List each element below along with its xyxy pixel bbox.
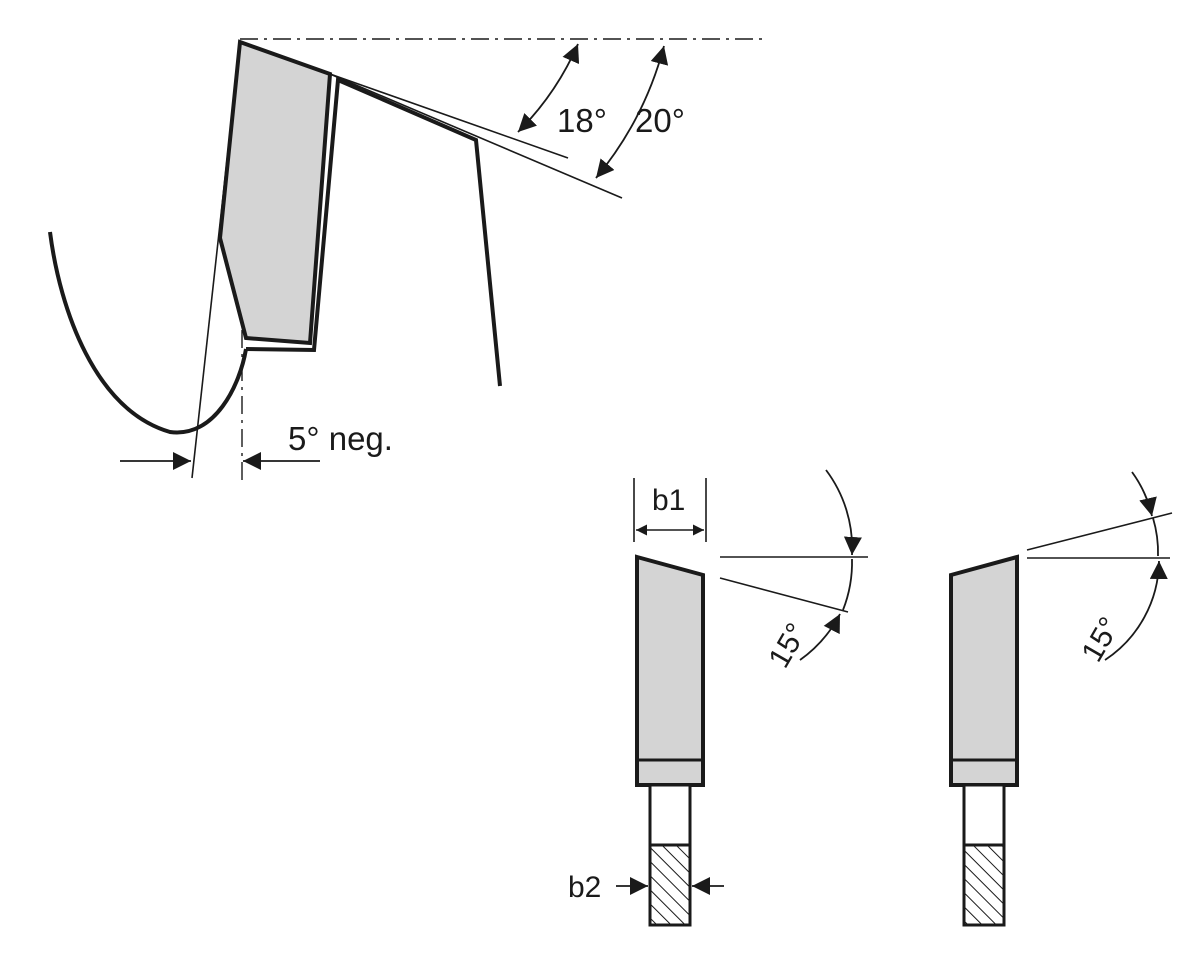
blade-body-left xyxy=(648,783,692,847)
tip-section-right xyxy=(949,554,1019,787)
angle-18-label: 18° xyxy=(557,102,607,139)
tip-section-left xyxy=(635,554,705,787)
arc-15-right-upper xyxy=(1131,471,1157,517)
clearance-line-20 xyxy=(329,73,623,199)
b1-label: b1 xyxy=(652,484,685,517)
arc-15-left-lower xyxy=(842,558,853,611)
arc-15-right-middle xyxy=(1152,517,1159,557)
reference-line-left-bevel xyxy=(719,577,849,613)
angle-15-right-label: 15° xyxy=(1075,612,1126,668)
tooth-section-left: b1 b2 15° xyxy=(568,469,868,927)
tooth-side-view: 18° 20° 5° neg. xyxy=(48,38,765,482)
angle-15-left-label: 15° xyxy=(762,618,813,674)
tooth-body-outline xyxy=(245,77,502,387)
blade-body-right xyxy=(962,783,1006,847)
clearance-line-18 xyxy=(329,73,569,159)
blade-hatch-left xyxy=(648,843,692,927)
arc-20 xyxy=(595,45,669,179)
arc-15-left-bottom xyxy=(799,613,841,661)
hook-angle-line xyxy=(191,41,241,479)
blade-hatch-right xyxy=(962,843,1006,927)
angle-20-label: 20° xyxy=(635,102,685,139)
carbide-tip xyxy=(217,39,333,346)
b2-label: b2 xyxy=(568,871,601,904)
tooth-section-right: 15° xyxy=(949,471,1173,927)
arc-15-right-lower xyxy=(1104,560,1168,661)
arc-15-left-upper xyxy=(825,469,862,556)
reference-line-right-bevel xyxy=(1026,512,1173,551)
angle-5-neg-label: 5° neg. xyxy=(288,420,393,457)
gullet-curve xyxy=(48,231,248,435)
arc-18 xyxy=(517,43,580,133)
